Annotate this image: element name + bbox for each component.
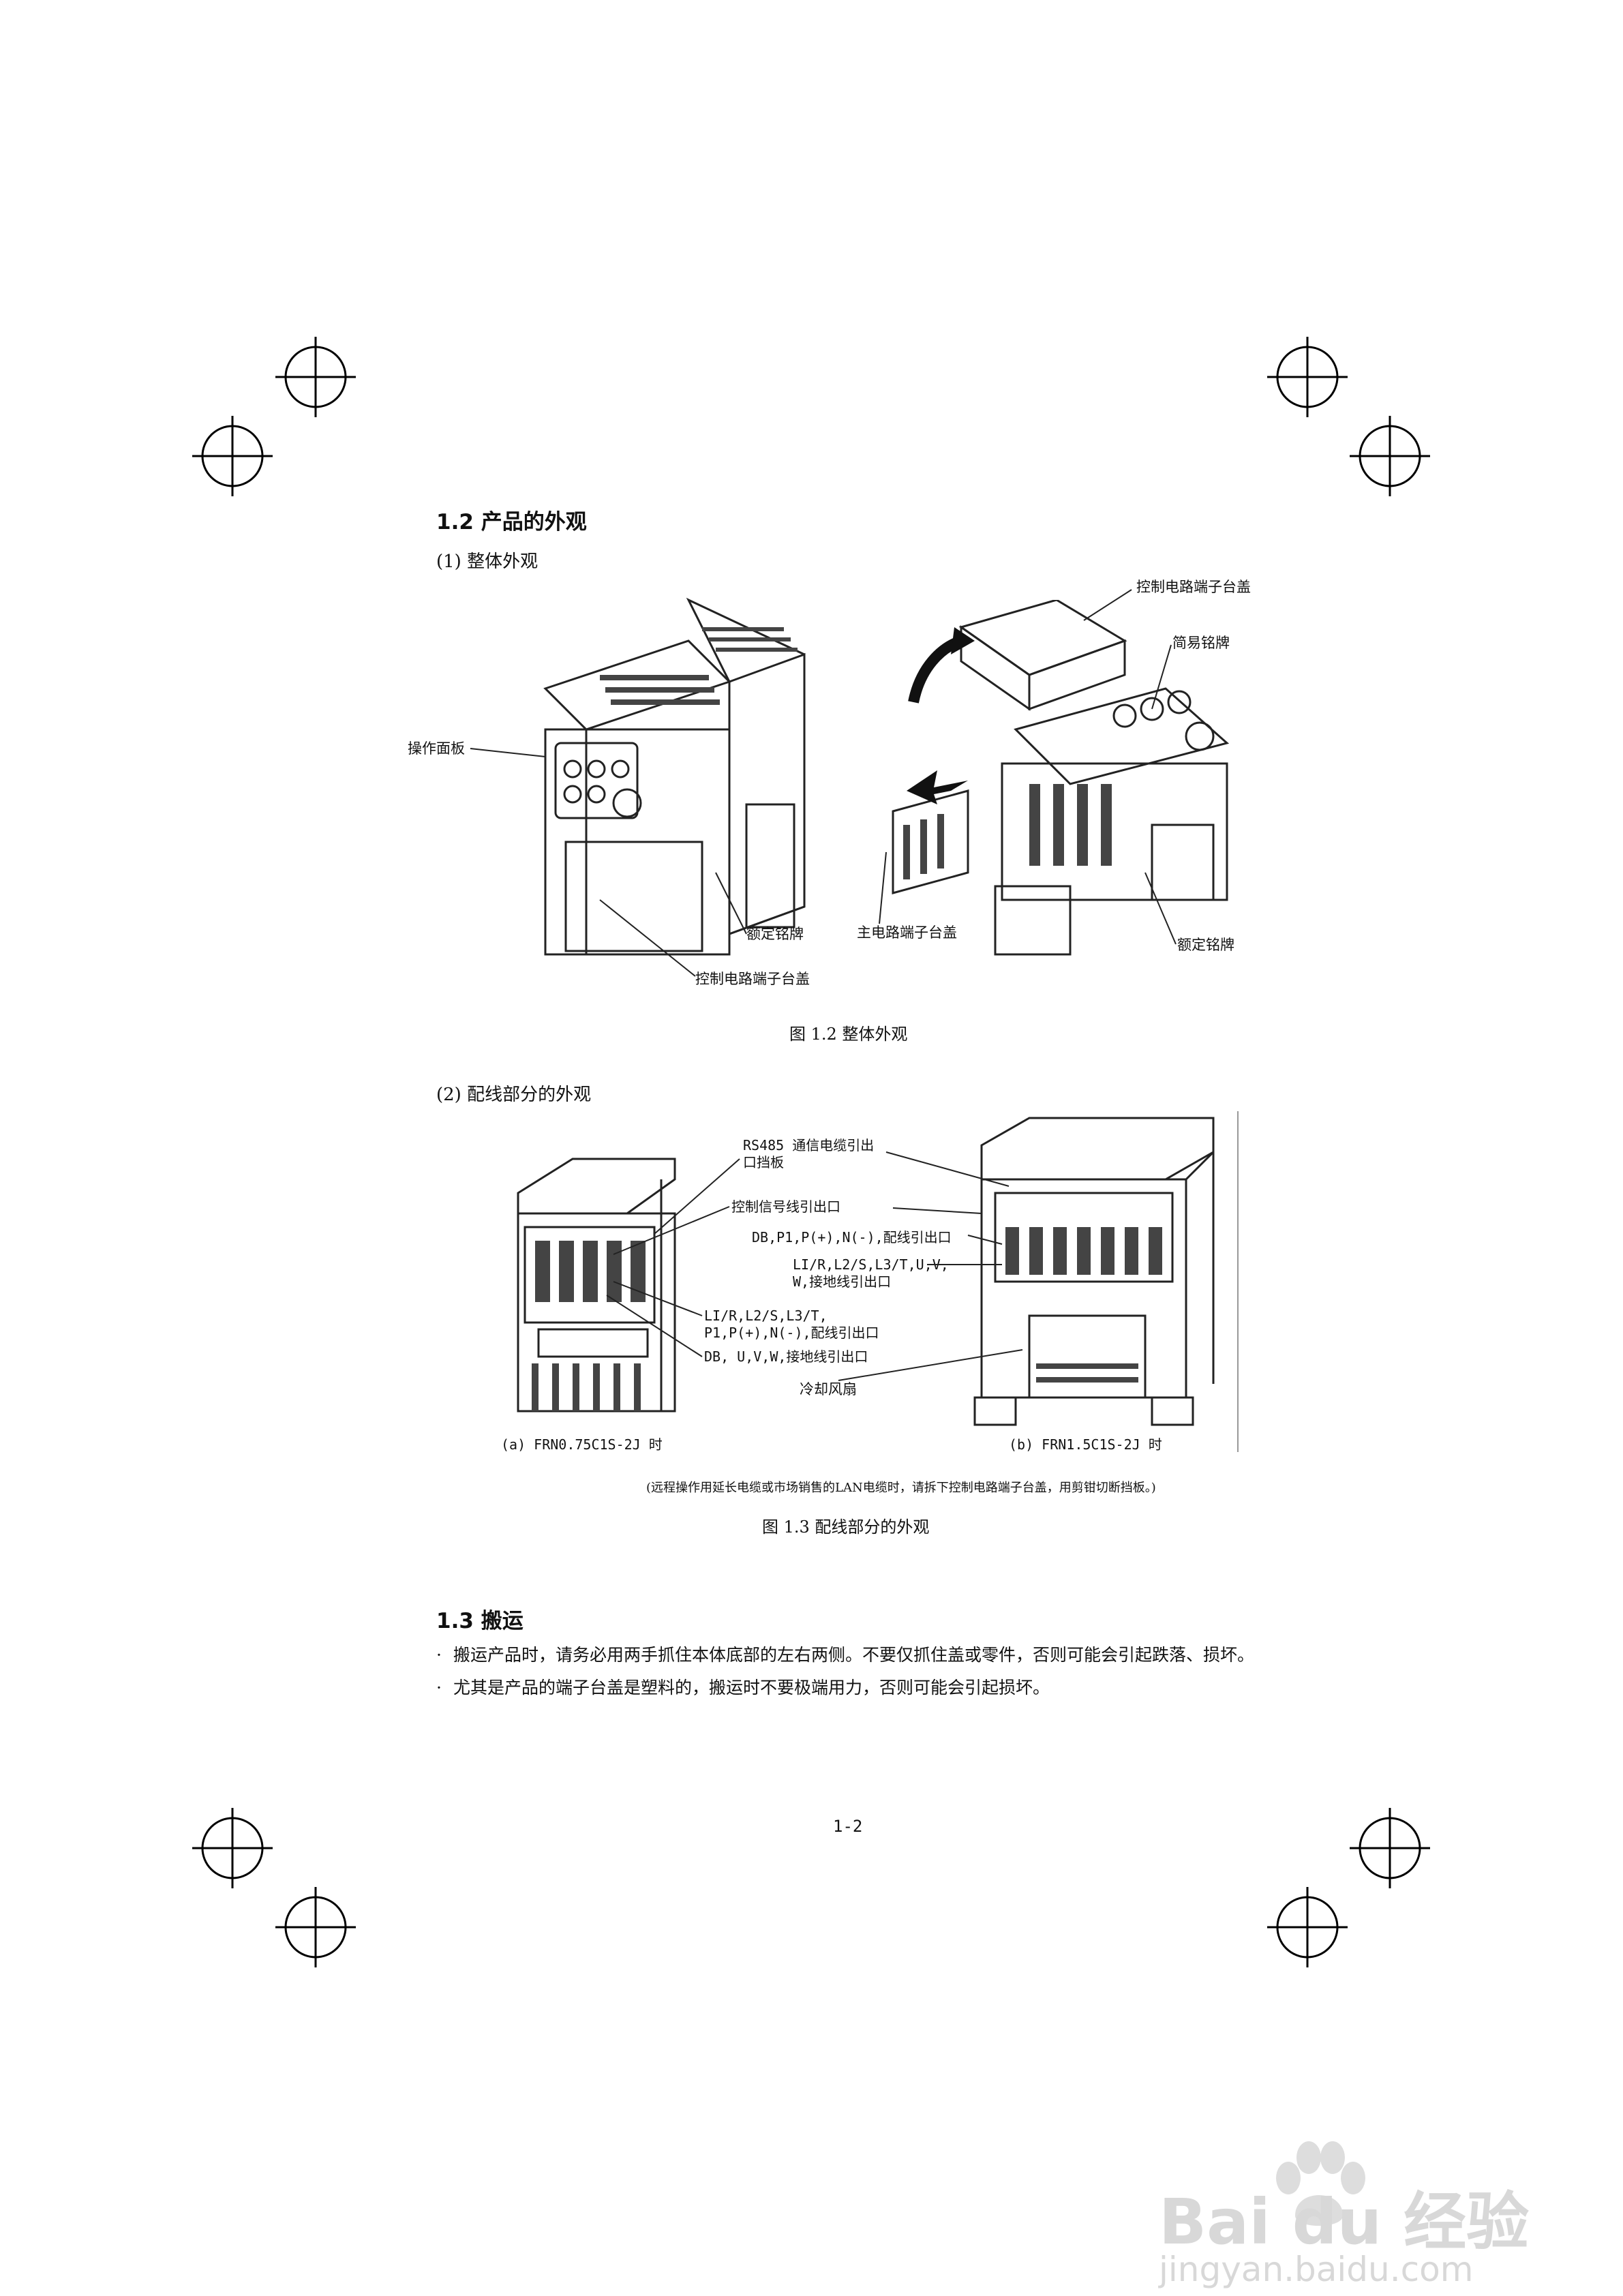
figure-frame-line [1237, 1111, 1239, 1452]
fig12-leader-lines [470, 589, 1177, 977]
inverter-exploded-illustration [866, 600, 1247, 982]
baidu-paw-icon [1268, 2141, 1370, 2229]
figure-1-3-note: (远程操作用延长电缆或市场销售的LAN电缆时，请拆下控制电路端子台盖，用剪钳切断… [646, 1481, 1156, 1495]
wiring-view-right-illustration [968, 1111, 1227, 1432]
section-title: 1.3 搬运 [436, 1609, 524, 1633]
label-model-b: (b) FRN1.5C1S-2J 时 [1009, 1436, 1162, 1453]
registration-mark-icon [1267, 337, 1348, 417]
registration-mark-icon [275, 1887, 356, 1967]
registration-mark-icon [275, 337, 356, 417]
wiring-view-left-illustration [498, 1152, 695, 1432]
figure-1-2-caption: 图 1.2 整体外观 [789, 1025, 908, 1044]
list-item: · 尤其是产品的端子台盖是塑料的，搬运时不要极端用力，否则可能会引起损坏。 [436, 1678, 1050, 1697]
watermark-brand: Bai du 经验 [1159, 2186, 1530, 2259]
registration-mark-icon [1350, 416, 1430, 496]
label-model-a: (a) FRN0.75C1S-2J 时 [501, 1436, 663, 1453]
figure-1-3-caption: 图 1.3 配线部分的外观 [762, 1517, 930, 1537]
inverter-front-illustration [518, 586, 838, 968]
watermark-url: jingyan.baidu.com [1159, 2250, 1474, 2289]
label-main-circuit-cover: 主电路端子台盖 [857, 924, 957, 941]
label-left-l1-line2: P1,P(+),N(-),配线引出口 [704, 1325, 879, 1341]
registration-mark-icon [192, 416, 273, 496]
list-item: · 搬运产品时，请务必用两手抓住本体底部的左右两侧。不要仅抓住盖或零件，否则可能… [436, 1645, 1255, 1665]
fig13-leader-lines [606, 1151, 1023, 1381]
label-operation-panel: 操作面板 [408, 740, 465, 757]
section-title: 1.2 产品的外观 [436, 510, 587, 534]
label-left-l1-line1: LI/R,L2/S,L3/T, [704, 1308, 828, 1324]
label-db-p1-outlet: DB,P1,P(+),N(-),配线引出口 [752, 1229, 952, 1245]
label-rated-nameplate-right: 额定铭牌 [1177, 937, 1234, 953]
registration-mark-icon [1350, 1808, 1430, 1888]
label-left-db-outlet: DB, U,V,W,接地线引出口 [704, 1348, 868, 1365]
label-rated-nameplate-left: 额定铭牌 [746, 926, 804, 942]
bullet-list: · 搬运产品时，请务必用两手抓住本体底部的左右两侧。不要仅抓住盖或零件，否则可能… [436, 1643, 1295, 1700]
label-simple-nameplate: 简易铭牌 [1172, 635, 1230, 651]
label-rs485-line2: 口挡板 [743, 1154, 784, 1170]
label-l1-line2: W,接地线引出口 [793, 1273, 892, 1290]
subsection-title: (2) 配线部分的外观 [436, 1085, 592, 1105]
label-control-cover-top: 控制电路端子台盖 [1136, 579, 1251, 595]
page-number: 1-2 [833, 1817, 863, 1836]
registration-mark-icon [192, 1808, 273, 1888]
label-control-cover-bottom: 控制电路端子台盖 [695, 971, 810, 987]
label-rs485-line1: RS485 通信电缆引出 [743, 1137, 875, 1153]
registration-mark-icon [1267, 1887, 1348, 1967]
label-control-signal-outlet: 控制信号线引出口 [731, 1198, 840, 1215]
label-cooling-fan: 冷却风扇 [800, 1381, 857, 1398]
label-l1-line1: LI/R,L2/S,L3/T,U,V, [793, 1256, 949, 1273]
subsection-title: (1) 整体外观 [436, 552, 539, 572]
